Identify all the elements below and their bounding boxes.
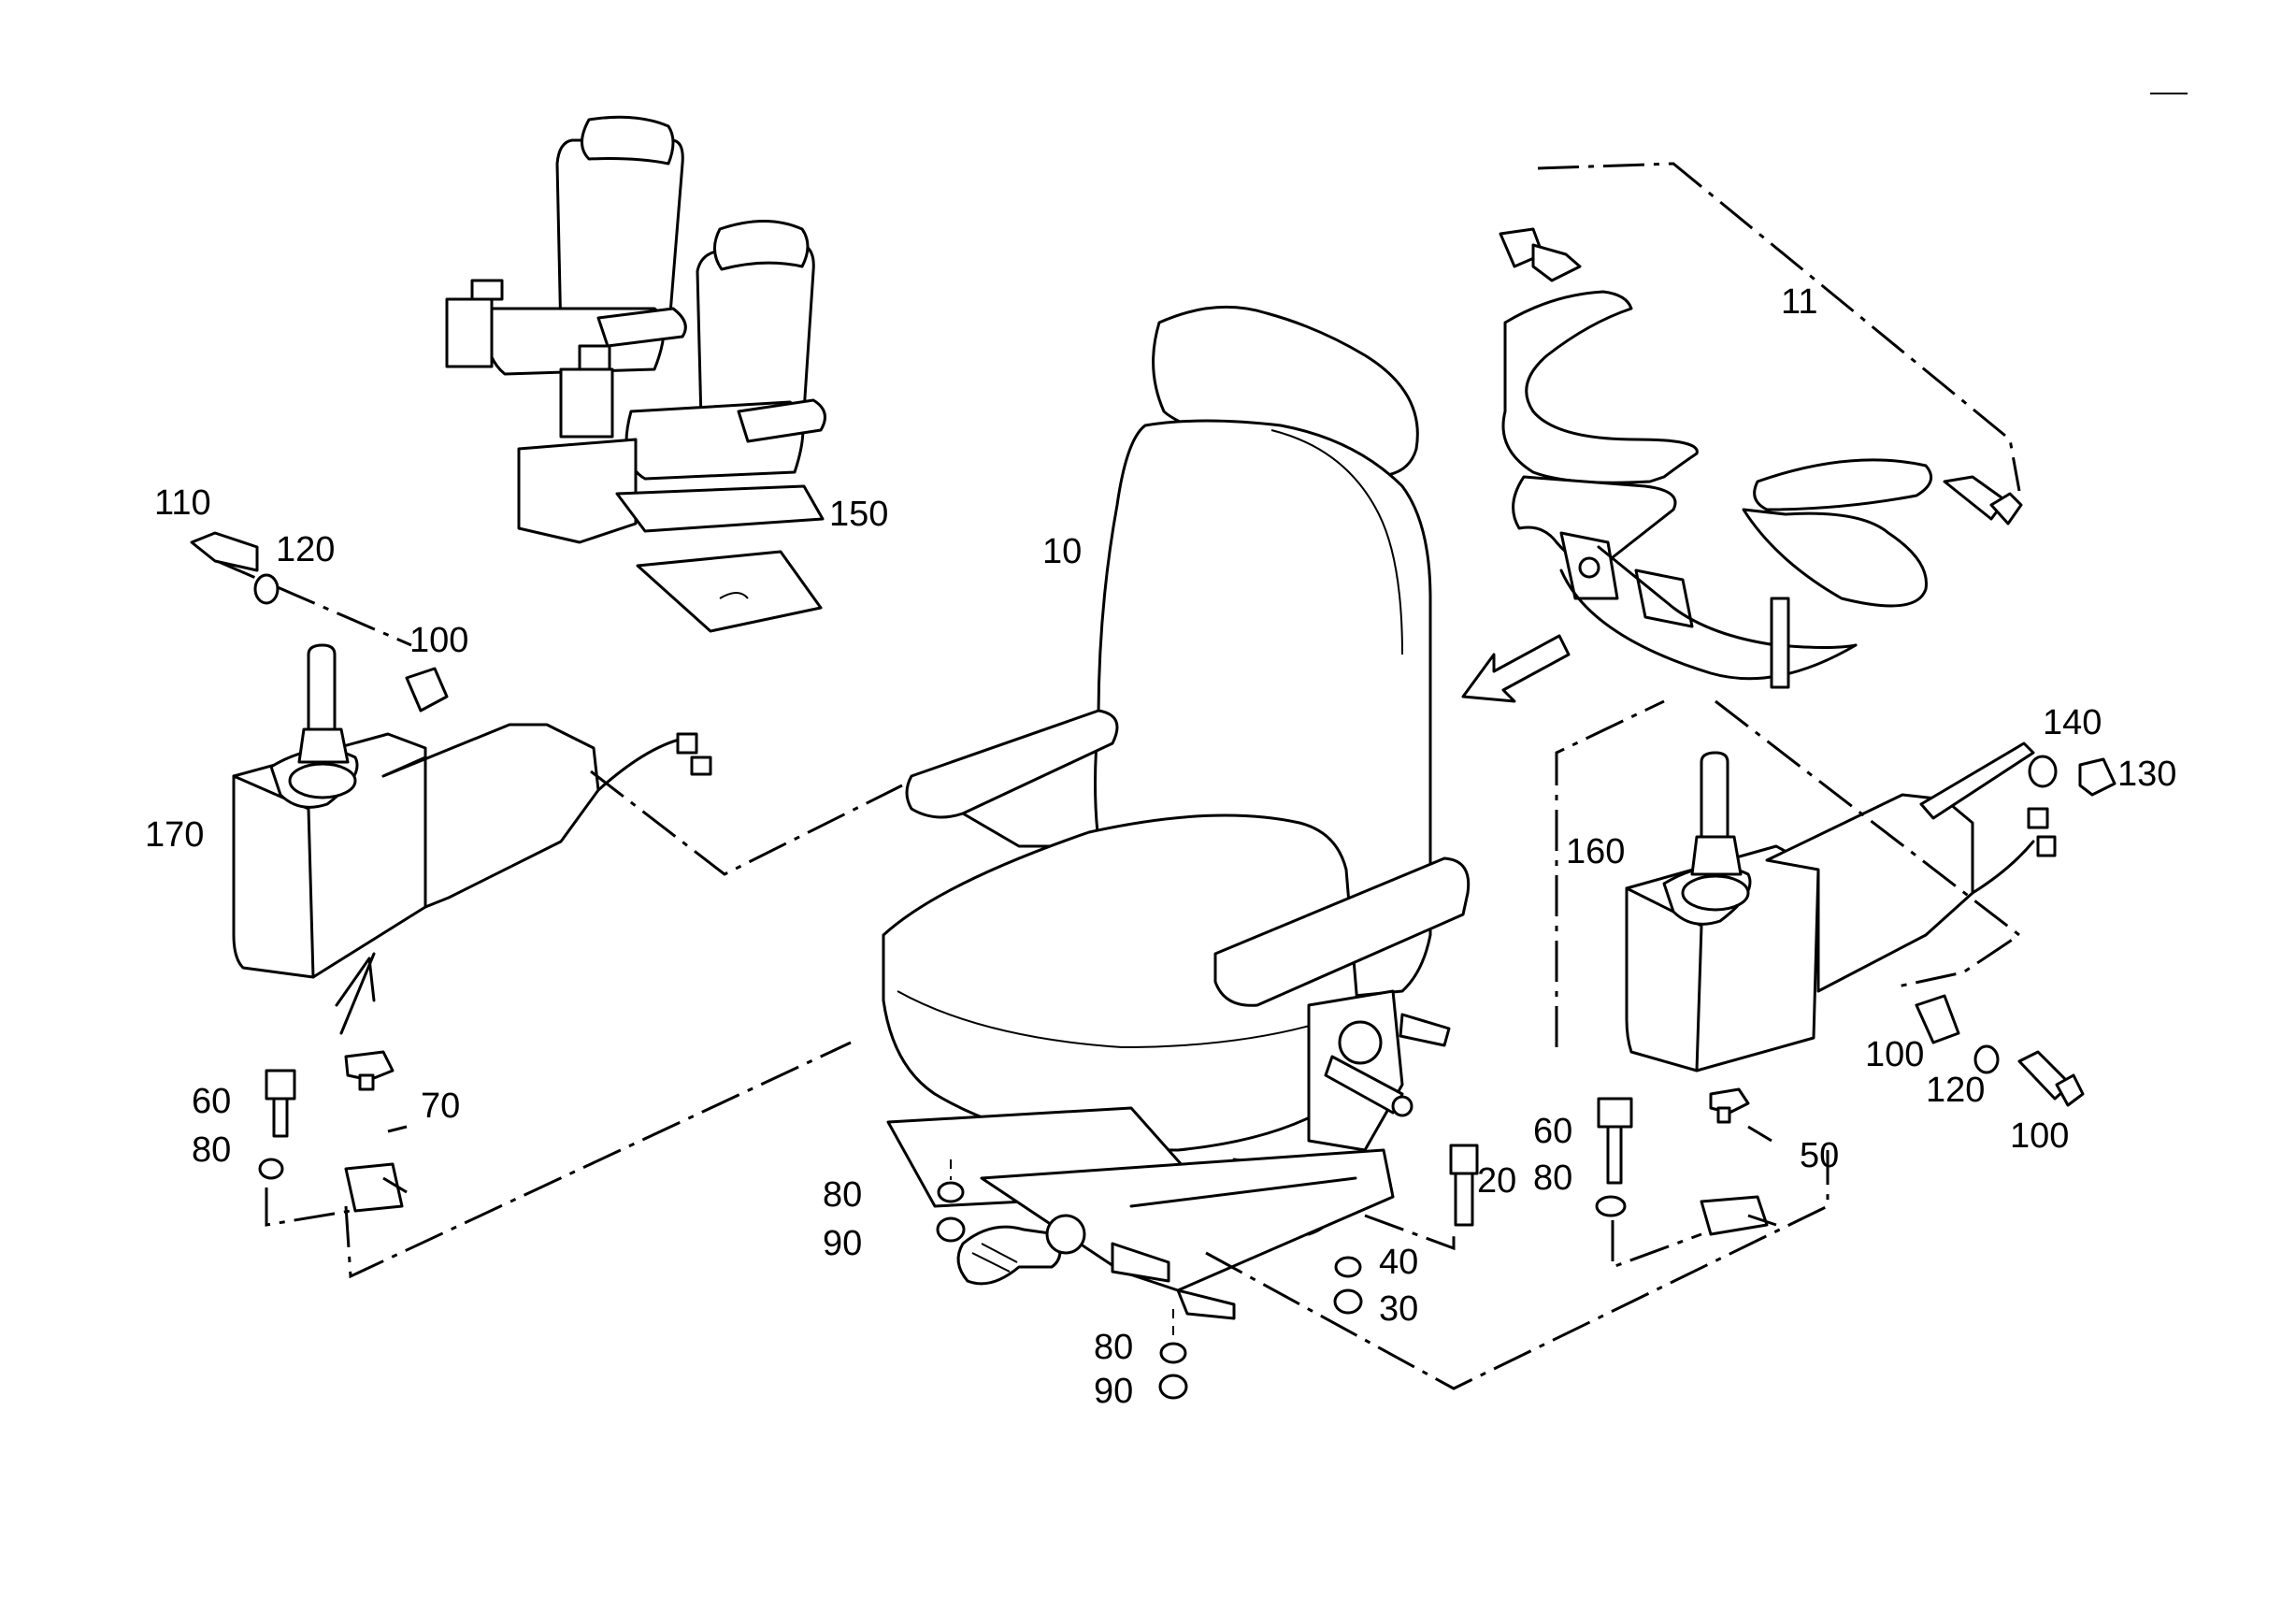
callout-seat: 10 <box>1042 532 1082 571</box>
callout-washer-120-left: 120 <box>276 530 335 569</box>
callout-bracket-50: 50 <box>1800 1136 1839 1175</box>
callout-spacer-100-left: 100 <box>409 621 468 660</box>
callout-washer-140: 140 <box>2043 703 2102 742</box>
callout-nut-30: 30 <box>1379 1289 1418 1329</box>
left-console-leader <box>216 559 903 876</box>
callout-washer-40: 40 <box>1379 1243 1418 1282</box>
callout-console-160: 160 <box>1566 832 1625 871</box>
callout-bolt-110: 110 <box>154 483 211 523</box>
left-base-leader <box>344 1041 852 1279</box>
callout-console-170: 170 <box>145 815 204 855</box>
callout-washer-80-left: 80 <box>192 1130 231 1170</box>
center-hardware <box>936 1144 1830 1400</box>
seat-belt-illustration <box>1499 162 2023 689</box>
callout-screw-60-left: 60 <box>192 1082 231 1121</box>
left-hardware <box>190 531 449 1227</box>
callout-washer-80-lower: 80 <box>1094 1328 1133 1367</box>
assembly-overview-illustration <box>445 115 826 633</box>
right-console-leader <box>1555 699 2022 1047</box>
left-console-illustration <box>232 643 712 1035</box>
callout-washer-80-right: 80 <box>1533 1159 1572 1198</box>
callout-bolt-100-right: 100 <box>2010 1116 2069 1156</box>
callout-washer-120-right: 120 <box>1926 1071 1985 1110</box>
callout-washer-80-mid: 80 <box>823 1175 862 1215</box>
callout-spacer-100-right: 100 <box>1865 1035 1924 1074</box>
direction-arrow-icon <box>1461 634 1571 703</box>
seat-illustration <box>882 305 1471 1320</box>
callout-assembly-150: 150 <box>829 495 888 534</box>
callout-clip-70: 70 <box>421 1087 460 1126</box>
callout-nut-90-lower: 90 <box>1094 1372 1133 1411</box>
callout-seat-belt: 11 <box>1781 282 1817 322</box>
right-console-illustration <box>1625 741 2057 1072</box>
callout-screw-60-right: 60 <box>1533 1112 1572 1151</box>
right-hardware <box>1595 755 2117 1270</box>
callout-nut-90-mid: 90 <box>823 1224 862 1263</box>
callout-labels: 10 11 20 30 40 50 60 60 70 80 80 80 80 9… <box>145 282 2176 1411</box>
callout-screw-20: 20 <box>1477 1161 1516 1201</box>
callout-nut-130: 130 <box>2117 755 2176 794</box>
